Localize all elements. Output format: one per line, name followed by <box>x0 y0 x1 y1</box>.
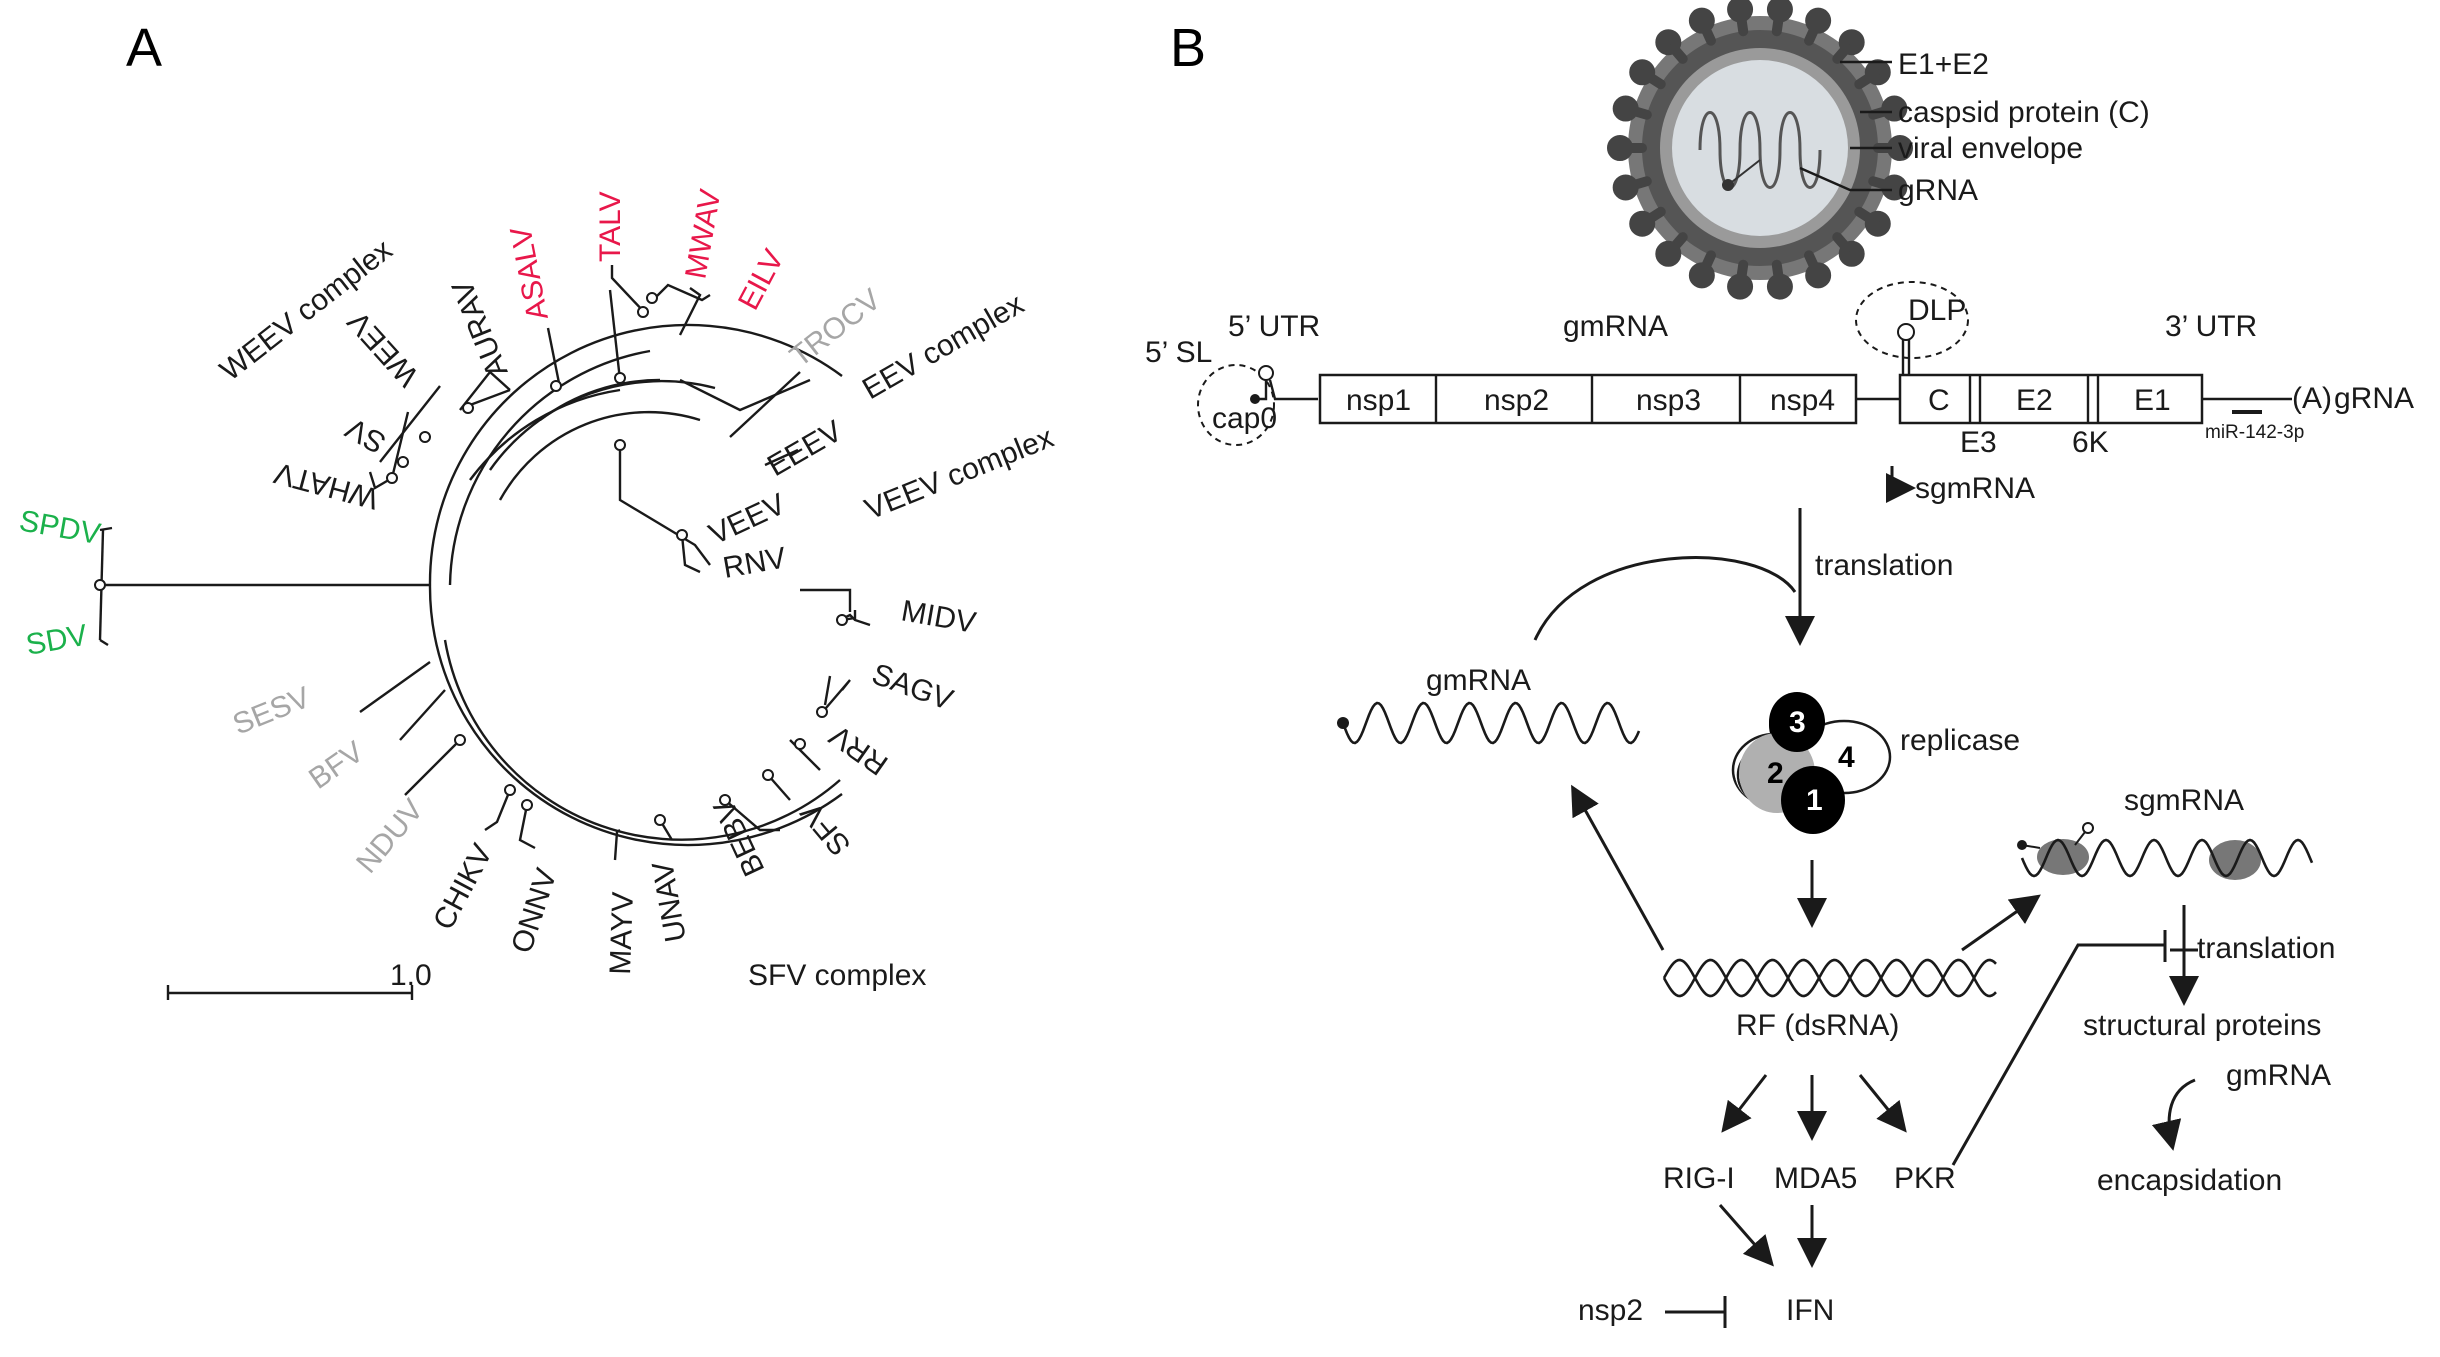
taxon-label: ASALV <box>504 224 554 323</box>
replicase-unit-4: 4 <box>1838 741 1855 774</box>
taxon-label: AURAV <box>446 276 514 382</box>
taxon-label: SV <box>340 411 391 460</box>
label-gmrna-top: gmRNA <box>1563 310 1668 343</box>
label-rigi: RIG-I <box>1663 1162 1735 1195</box>
label-gmrna-wave: gmRNA <box>1426 664 1531 697</box>
label-grna-end: gRNA <box>2334 382 2414 415</box>
label-sgmrna-top: sgmRNA <box>1915 472 2035 505</box>
taxon-label: TROCV <box>784 283 887 374</box>
taxon-label: WHATV <box>271 456 382 515</box>
taxon-label: SDV <box>23 619 89 662</box>
label-cap0: cap0 <box>1212 402 1277 435</box>
replicase-unit-2: 2 <box>1767 757 1784 790</box>
replicase-unit-1: 1 <box>1806 784 1823 817</box>
panel-a-label: A <box>126 18 162 78</box>
taxon-label: ONNV <box>505 865 563 958</box>
label-6k: 6K <box>2072 426 2109 459</box>
taxon-label: NDUV <box>350 793 430 879</box>
taxon-label: EILV <box>732 244 791 315</box>
label-e3: E3 <box>1960 426 1997 459</box>
label-5utr: 5’ UTR <box>1228 310 1320 343</box>
taxon-label: MWAV <box>679 187 727 281</box>
scale-bar: 1.0 <box>166 959 432 1000</box>
label-rf-dsrna: RF (dsRNA) <box>1736 1009 1899 1042</box>
taxon-label: WEEV <box>342 305 426 393</box>
genome-e1: E1 <box>2134 384 2171 417</box>
taxon-label: SESV <box>228 681 315 742</box>
label-translation-1: translation <box>1815 549 1953 582</box>
label-pkr: PKR <box>1894 1162 1956 1195</box>
virion-callouts: E1+E2 caspsid protein (C) viral envelope… <box>1799 48 2150 207</box>
label-nsp2: nsp2 <box>1578 1294 1643 1327</box>
label-5sl: 5’ SL <box>1145 336 1212 369</box>
label-dlp: DLP <box>1908 294 1966 327</box>
label-grna: gRNA <box>1898 174 1978 207</box>
genome-nsp1: nsp1 <box>1346 384 1411 417</box>
taxon-label: BFV <box>303 735 370 796</box>
scale-bar-label: 1.0 <box>390 959 432 992</box>
label-mda5: MDA5 <box>1774 1162 1857 1195</box>
tree-branches-root <box>94 265 871 861</box>
label-ifn: IFN <box>1786 1294 1834 1327</box>
genome-nsp2: nsp2 <box>1484 384 1549 417</box>
label-structural-proteins: structural proteins <box>2083 1009 2321 1042</box>
taxon-label: SAGV <box>868 658 958 718</box>
label-e1e2: E1+E2 <box>1898 48 1989 81</box>
taxon-label: RNV <box>720 541 788 584</box>
taxon-label: CHIKV <box>427 839 499 935</box>
tree-nodes <box>386 292 848 826</box>
label-replicase: replicase <box>1900 724 2020 757</box>
label-gmrna-encaps: gmRNA <box>2226 1059 2331 1092</box>
complex-label-sfv: SFV complex <box>748 959 926 992</box>
genome-nsp4: nsp4 <box>1770 384 1835 417</box>
panel-b-label: B <box>1170 18 1206 78</box>
genome-map: 5’ UTR gmRNA 3’ UTR 5’ SL cap0 DLP nsp1 … <box>1145 281 2414 505</box>
replicase-unit-3: 3 <box>1789 706 1806 739</box>
taxon-label: RRV <box>824 718 894 781</box>
complex-label-veev: VEEV complex <box>860 421 1058 527</box>
replication-cycle: translation gmRNA 2 1 3 4 replicase RF (… <box>1337 508 2335 1328</box>
taxon-label: MIDV <box>899 594 979 640</box>
taxon-label: UNAV <box>646 859 693 945</box>
label-3utr: 3’ UTR <box>2165 310 2257 343</box>
virion-illustration <box>1607 0 1913 300</box>
genome-e2: E2 <box>2016 384 2053 417</box>
label-mir: miR-142-3p <box>2205 422 2304 443</box>
label-polya: (A) <box>2292 382 2332 415</box>
label-capsid-protein: caspsid protein (C) <box>1898 96 2150 129</box>
label-encapsidation: encapsidation <box>2097 1164 2282 1197</box>
phylogenetic-tree: SPDV SDV SESV BFV NDUV CHIKV ONNV MAYV U… <box>17 187 1058 1000</box>
taxon-label: SPDV <box>17 504 103 551</box>
genome-c: C <box>1928 384 1950 417</box>
genome-nsp3: nsp3 <box>1636 384 1701 417</box>
label-sgmrna: sgmRNA <box>2124 784 2244 817</box>
taxon-label: TALV <box>594 191 627 262</box>
taxon-label: EEEV <box>762 414 848 483</box>
label-viral-envelope: viral envelope <box>1898 132 2083 165</box>
label-translation-2: translation <box>2197 932 2335 965</box>
taxon-label: MAYV <box>604 891 640 975</box>
